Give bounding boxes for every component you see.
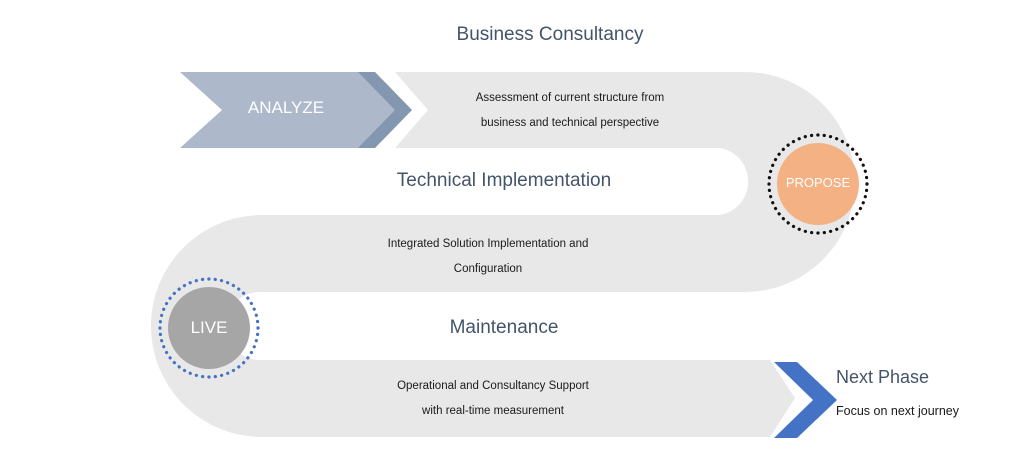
stage-heading-business-consultancy: Business Consultancy <box>456 24 644 45</box>
next-phase-title: Next Phase <box>836 367 930 387</box>
stage-description-line: Configuration <box>453 263 523 275</box>
live-circle <box>168 287 250 369</box>
stage-heading-technical-implementation: Technical Implementation <box>396 170 612 191</box>
road-path <box>151 72 855 437</box>
propose-dotted-ring <box>767 133 869 235</box>
propose-node-label: PROPOSE <box>785 175 851 190</box>
analyze-arrow <box>180 72 402 148</box>
stage-description-line: Integrated Solution Implementation and <box>387 238 589 250</box>
live-node-label: LIVE <box>190 318 228 337</box>
analyze-node-label: ANALYZE <box>247 98 325 117</box>
propose-circle <box>777 143 859 225</box>
stage-description-line: business and technical perspective <box>480 117 660 129</box>
stage-description-line: with real-time measurement <box>422 405 564 417</box>
next-phase-subtitle: Focus on next journey <box>836 404 959 418</box>
stage-heading-maintenance: Maintenance <box>449 317 559 338</box>
next-phase-chevron-icon <box>774 362 837 438</box>
analyze-chevron-icon <box>358 72 412 148</box>
live-dotted-ring <box>158 277 260 379</box>
stage-description-line: Operational and Consultancy Support <box>397 380 589 392</box>
stage-description-line: Assessment of current structure from <box>475 92 665 104</box>
